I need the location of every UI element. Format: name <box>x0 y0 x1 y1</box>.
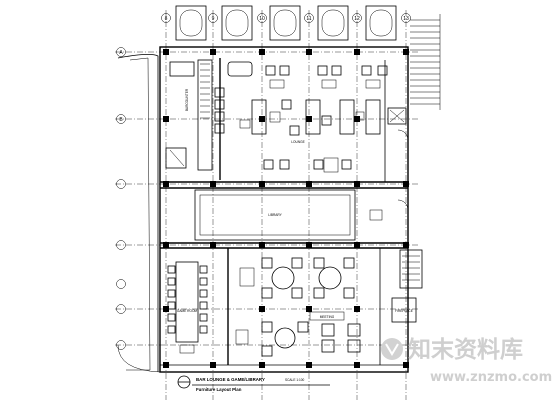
grid-tag-b: B <box>119 117 123 123</box>
drawing-scale: SCALE 1:100 <box>285 378 305 382</box>
grid-tag-11: 11 <box>306 16 311 22</box>
grid-tag-13: 13 <box>403 16 409 22</box>
exterior-planters <box>175 5 441 110</box>
lounge-seating-upper: LOUNGE <box>239 65 388 173</box>
grid-bubbles-left: A B <box>116 47 126 350</box>
lounge-seating-lower: MEETING FIREPLACE <box>235 257 413 357</box>
grid-tag-8: 8 <box>165 16 168 22</box>
library-table: LIBRARY <box>194 189 383 241</box>
grid-lines <box>115 10 420 400</box>
building-walls <box>117 46 423 373</box>
grid-tag-10: 10 <box>259 16 265 22</box>
watermark-logo-text: 知末资料库 <box>408 336 523 363</box>
bar-counter: BARCOUNTER <box>169 59 253 171</box>
label-bar-counter: BARCOUNTER <box>185 88 189 111</box>
grid-tag-12: 12 <box>354 16 360 22</box>
label-fireplace: FIREPLACE <box>395 309 413 313</box>
grid-tag-a: A <box>119 50 123 56</box>
drawing-title-block: BAR LOUNGE & GAME/LIBRARY Furniture Layo… <box>177 375 330 392</box>
game-room: GAME ROOM <box>167 261 208 354</box>
label-library: LIBRARY <box>268 213 282 217</box>
label-lounge: LOUNGE <box>291 140 304 144</box>
drawing-subtitle: Furniture Layout Plan <box>196 387 242 392</box>
watermark-logo-icon <box>381 338 403 360</box>
structural-columns <box>163 49 409 368</box>
drawing-title: BAR LOUNGE & GAME/LIBRARY <box>196 377 265 382</box>
grid-tag-9: 9 <box>212 16 215 22</box>
watermark-url: www.znzmo.com <box>430 370 552 385</box>
label-meeting: MEETING <box>320 315 335 319</box>
grid-bubbles-top: 8 9 10 11 12 13 <box>161 13 411 23</box>
label-game-room: GAME ROOM <box>177 309 198 313</box>
watermark: 知末资料库 www.znzmo.com <box>381 336 552 385</box>
